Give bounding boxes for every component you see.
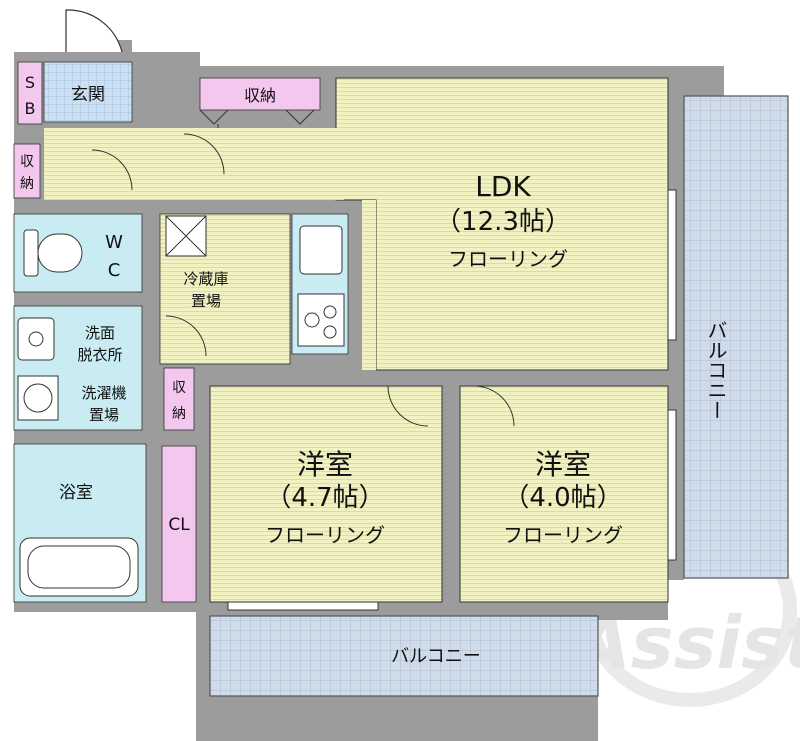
western-room-2-label: 洋室 (535, 448, 591, 481)
ldk-floor: フローリング (448, 247, 568, 271)
shoe-box-label-1: S (25, 73, 35, 92)
hallway (44, 128, 344, 200)
entrance-door (65, 9, 123, 53)
pipe-space (165, 215, 207, 257)
shoe-box (17, 61, 43, 125)
storage-top-label: 収納 (244, 86, 276, 105)
storage-left (13, 143, 41, 199)
bathtub (19, 537, 139, 597)
room-western-1 (209, 385, 443, 603)
fridge-label-2: 置場 (191, 292, 221, 310)
entrance-area (43, 61, 133, 123)
balcony-bottom-label: バルコニー (391, 646, 481, 667)
western-room-2-size: （4.0帖） (503, 483, 622, 513)
storage-middle (163, 367, 195, 431)
closet-label: CL (168, 515, 190, 535)
washroom-label-2: 脱衣所 (77, 346, 122, 364)
shoe-box-label-2: B (25, 99, 36, 118)
western-room-1-size: （4.7帖） (265, 483, 384, 513)
ldk-label: LDK (475, 170, 531, 203)
washer-label-2: 置場 (89, 406, 119, 424)
western-room-1-floor: フローリング (265, 523, 385, 547)
closet (161, 445, 197, 603)
storage-middle-label-2: 納 (172, 406, 186, 422)
bathroom-label: 浴室 (59, 483, 93, 503)
storage-top (199, 77, 321, 111)
toilet-fixture (23, 229, 83, 277)
balcony-bottom (209, 615, 599, 697)
storage-middle-label-1: 収 (172, 380, 186, 396)
ldk-size: （12.3帖） (435, 207, 571, 237)
western-room-1-label: 洋室 (297, 448, 353, 481)
entrance-label: 玄関 (71, 85, 105, 105)
room-western-2 (459, 385, 669, 603)
toilet-label-2: C (108, 260, 121, 281)
washer-label-1: 洗濯機 (81, 384, 126, 402)
western-room-2-floor: フローリング (503, 523, 623, 547)
washbasin (17, 317, 55, 361)
balcony-side-label: バルコニー (704, 320, 728, 420)
sink (299, 225, 343, 275)
washroom-label-1: 洗面 (85, 324, 115, 342)
balcony-side (683, 95, 789, 579)
storage-left-label-1: 収 (20, 154, 34, 170)
door-swings (91, 109, 515, 427)
washing-machine (17, 375, 59, 421)
windows (227, 189, 677, 611)
fridge-label-1: 冷蔵庫 (183, 270, 228, 288)
storage-left-label-2: 納 (20, 176, 34, 192)
toilet-label-1: W (105, 232, 123, 253)
hallway-lower (362, 200, 376, 370)
stove (297, 293, 345, 347)
